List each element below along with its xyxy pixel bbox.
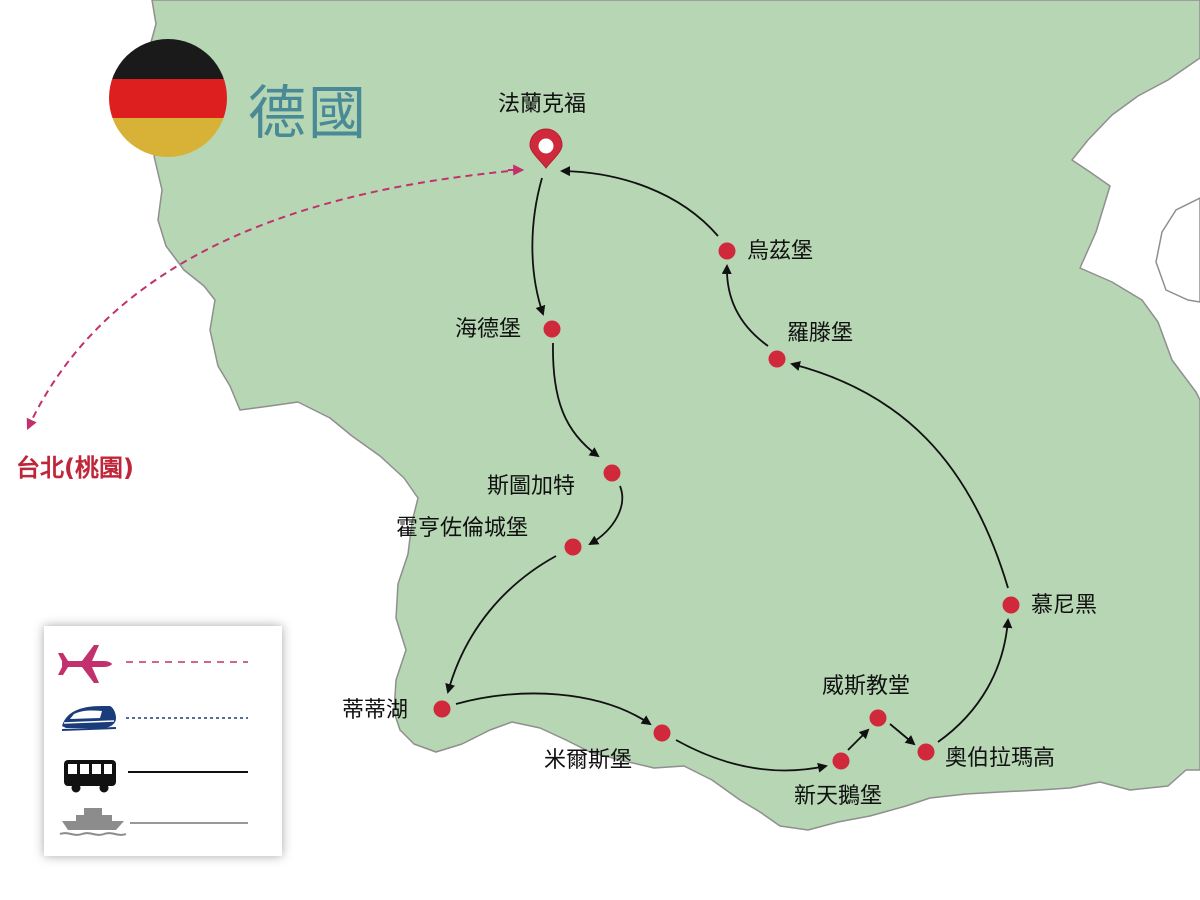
- city-label-wurzburg: 烏茲堡: [747, 239, 814, 264]
- stops: [433, 242, 1020, 770]
- leg-munich-rothenburg: [790, 361, 1009, 589]
- city-label-rothenburg: 羅滕堡: [787, 321, 854, 346]
- location-pin-icon: [529, 128, 563, 169]
- leg-rothenburg-wurzburg: [721, 264, 769, 347]
- leg-titisee-meersburg: [455, 692, 652, 726]
- ship-icon: [59, 808, 127, 836]
- leg-hohenzollern-titisee: [445, 555, 557, 694]
- stop-stuttgart: [603, 464, 621, 482]
- city-label-neuschwanstein: 新天鵝堡: [794, 784, 883, 809]
- city-label-stuttgart: 斯圖加特: [487, 474, 576, 499]
- leg-oberammergau-munich: [937, 618, 1013, 743]
- route-legs: [445, 166, 1013, 773]
- origin-label-taipei: 台北(桃園): [16, 454, 134, 482]
- stop-meersburg: [653, 724, 671, 742]
- stop-munich: [1002, 596, 1020, 614]
- airplane-icon: [58, 645, 112, 683]
- east-inlet-water: [1155, 197, 1200, 303]
- city-label-oberammergau: 奧伯拉瑪高: [945, 746, 1056, 771]
- city-label-hohenzollern: 霍亨佐倫城堡: [396, 516, 529, 541]
- map-legend: [44, 626, 282, 856]
- leg-meersburg-neuschwanstein: [675, 739, 828, 773]
- city-label-meersburg: 米爾斯堡: [544, 748, 633, 773]
- city-label-heidelberg: 海德堡: [455, 317, 522, 342]
- leg-stuttgart-hohenzollern: [588, 485, 624, 546]
- stop-titisee: [433, 700, 451, 718]
- stop-hohenzollern: [564, 538, 582, 556]
- bus-icon: [64, 760, 116, 793]
- stop-oberammergau: [917, 743, 935, 761]
- stop-wieskirche: [869, 709, 887, 727]
- city-label-wieskirche: 威斯教堂: [822, 674, 911, 699]
- leg-wieskirche-oberammergau: [889, 723, 916, 746]
- train-icon: [61, 706, 117, 731]
- stop-heidelberg: [543, 320, 561, 338]
- germany-landmass: [149, 0, 1200, 831]
- city-label-titisee: 蒂蒂湖: [342, 698, 409, 723]
- city-label-munich: 慕尼黑: [1031, 593, 1098, 618]
- leg-heidelberg-stuttgart: [552, 342, 600, 458]
- stop-neuschwanstein: [832, 752, 850, 770]
- city-label-frankfurt: 法蘭克福: [498, 92, 587, 117]
- leg-wurzburg-frankfurt: [560, 166, 719, 237]
- leg-frankfurt-heidelberg: [531, 177, 546, 316]
- stop-rothenburg: [768, 350, 786, 368]
- stop-wurzburg: [718, 242, 736, 260]
- leg-neuschwanstein-wieskirche: [847, 728, 870, 751]
- flight-path: [26, 169, 521, 430]
- country-title: 德國: [248, 79, 369, 147]
